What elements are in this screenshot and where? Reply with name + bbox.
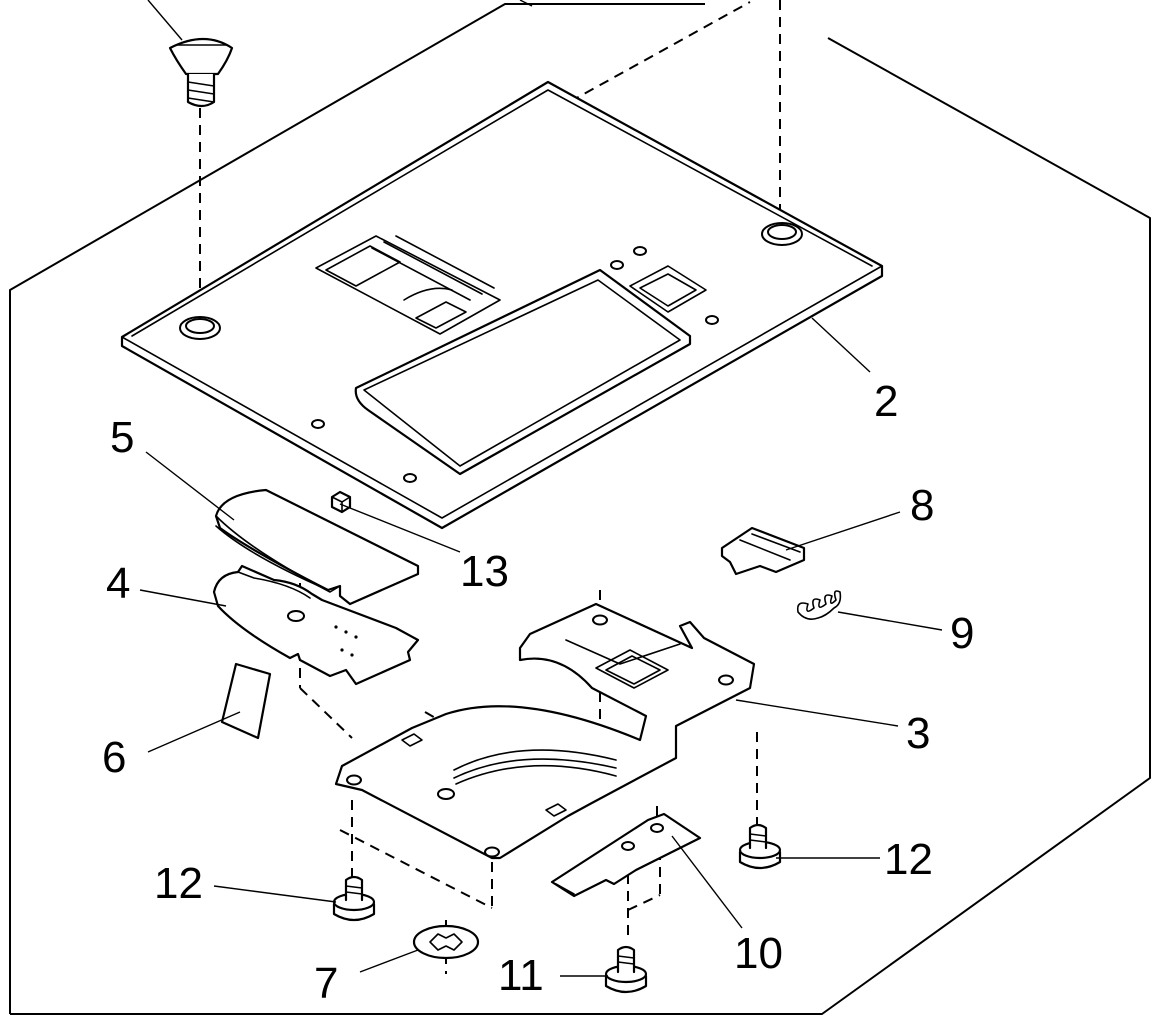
callout-13: 13 xyxy=(460,547,509,596)
callout-12-right: 12 xyxy=(884,835,933,884)
callout-5: 5 xyxy=(110,413,134,462)
callout-12-left: 12 xyxy=(154,859,203,908)
latch-plate xyxy=(550,812,702,898)
screw-part-11 xyxy=(604,945,648,994)
compression-spring xyxy=(796,590,842,620)
slide-plate xyxy=(214,488,420,606)
callout-4: 4 xyxy=(106,559,130,608)
slide-plate-base xyxy=(212,564,420,686)
callout-8: 8 xyxy=(910,481,934,530)
shoulder-screw-left xyxy=(332,875,376,922)
adhesive-tape-strip xyxy=(220,662,272,740)
assembly-frame-outline xyxy=(9,3,1151,1015)
leader-top-screw xyxy=(147,0,183,41)
callout-2: 2 xyxy=(874,377,898,426)
callout-10: 10 xyxy=(734,929,783,978)
callout-9: 9 xyxy=(950,609,974,658)
needle-plate xyxy=(120,80,884,530)
small-cube-part xyxy=(330,490,352,514)
shoulder-screw-right xyxy=(738,823,782,870)
callout-6: 6 xyxy=(102,733,126,782)
slider-knob xyxy=(720,526,806,576)
leader-top-center xyxy=(519,0,533,7)
lock-washer xyxy=(412,924,480,960)
callout-7: 7 xyxy=(314,959,338,1008)
callout-11: 11 xyxy=(498,951,544,1000)
callout-leader-lines xyxy=(139,317,943,977)
bed-plate-frame xyxy=(334,602,756,860)
callout-3: 3 xyxy=(906,709,930,758)
top-flat-head-screw xyxy=(168,38,234,108)
